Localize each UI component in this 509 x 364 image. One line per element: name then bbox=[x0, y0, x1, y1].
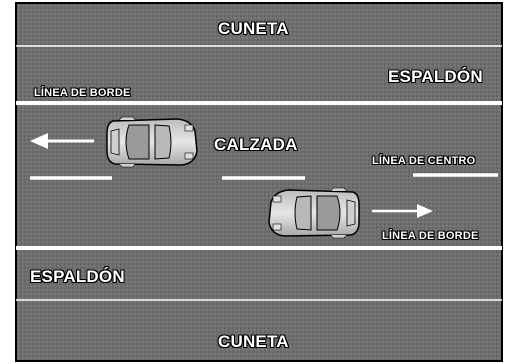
shoulder-label-bottom: ESPALDÓN bbox=[30, 267, 125, 286]
arrow-right-icon bbox=[372, 204, 433, 218]
car-icon bbox=[106, 116, 198, 168]
shoulder-label-top: ESPALDÓN bbox=[388, 67, 483, 86]
roadway-label: CALZADA bbox=[214, 135, 298, 154]
car-icon bbox=[268, 187, 360, 239]
center-line-label: LÍNEA DE CENTRO bbox=[372, 155, 476, 167]
gutter-label-top: CUNETA bbox=[218, 19, 289, 38]
edge-line-label-bottom: LÍNEA DE BORDE bbox=[382, 230, 479, 242]
gutter-label-bottom: CUNETA bbox=[218, 332, 289, 351]
edge-line-label-top: LÍNEA DE BORDE bbox=[34, 87, 131, 99]
arrow-left-icon bbox=[30, 133, 94, 149]
road-surface bbox=[15, 2, 503, 362]
